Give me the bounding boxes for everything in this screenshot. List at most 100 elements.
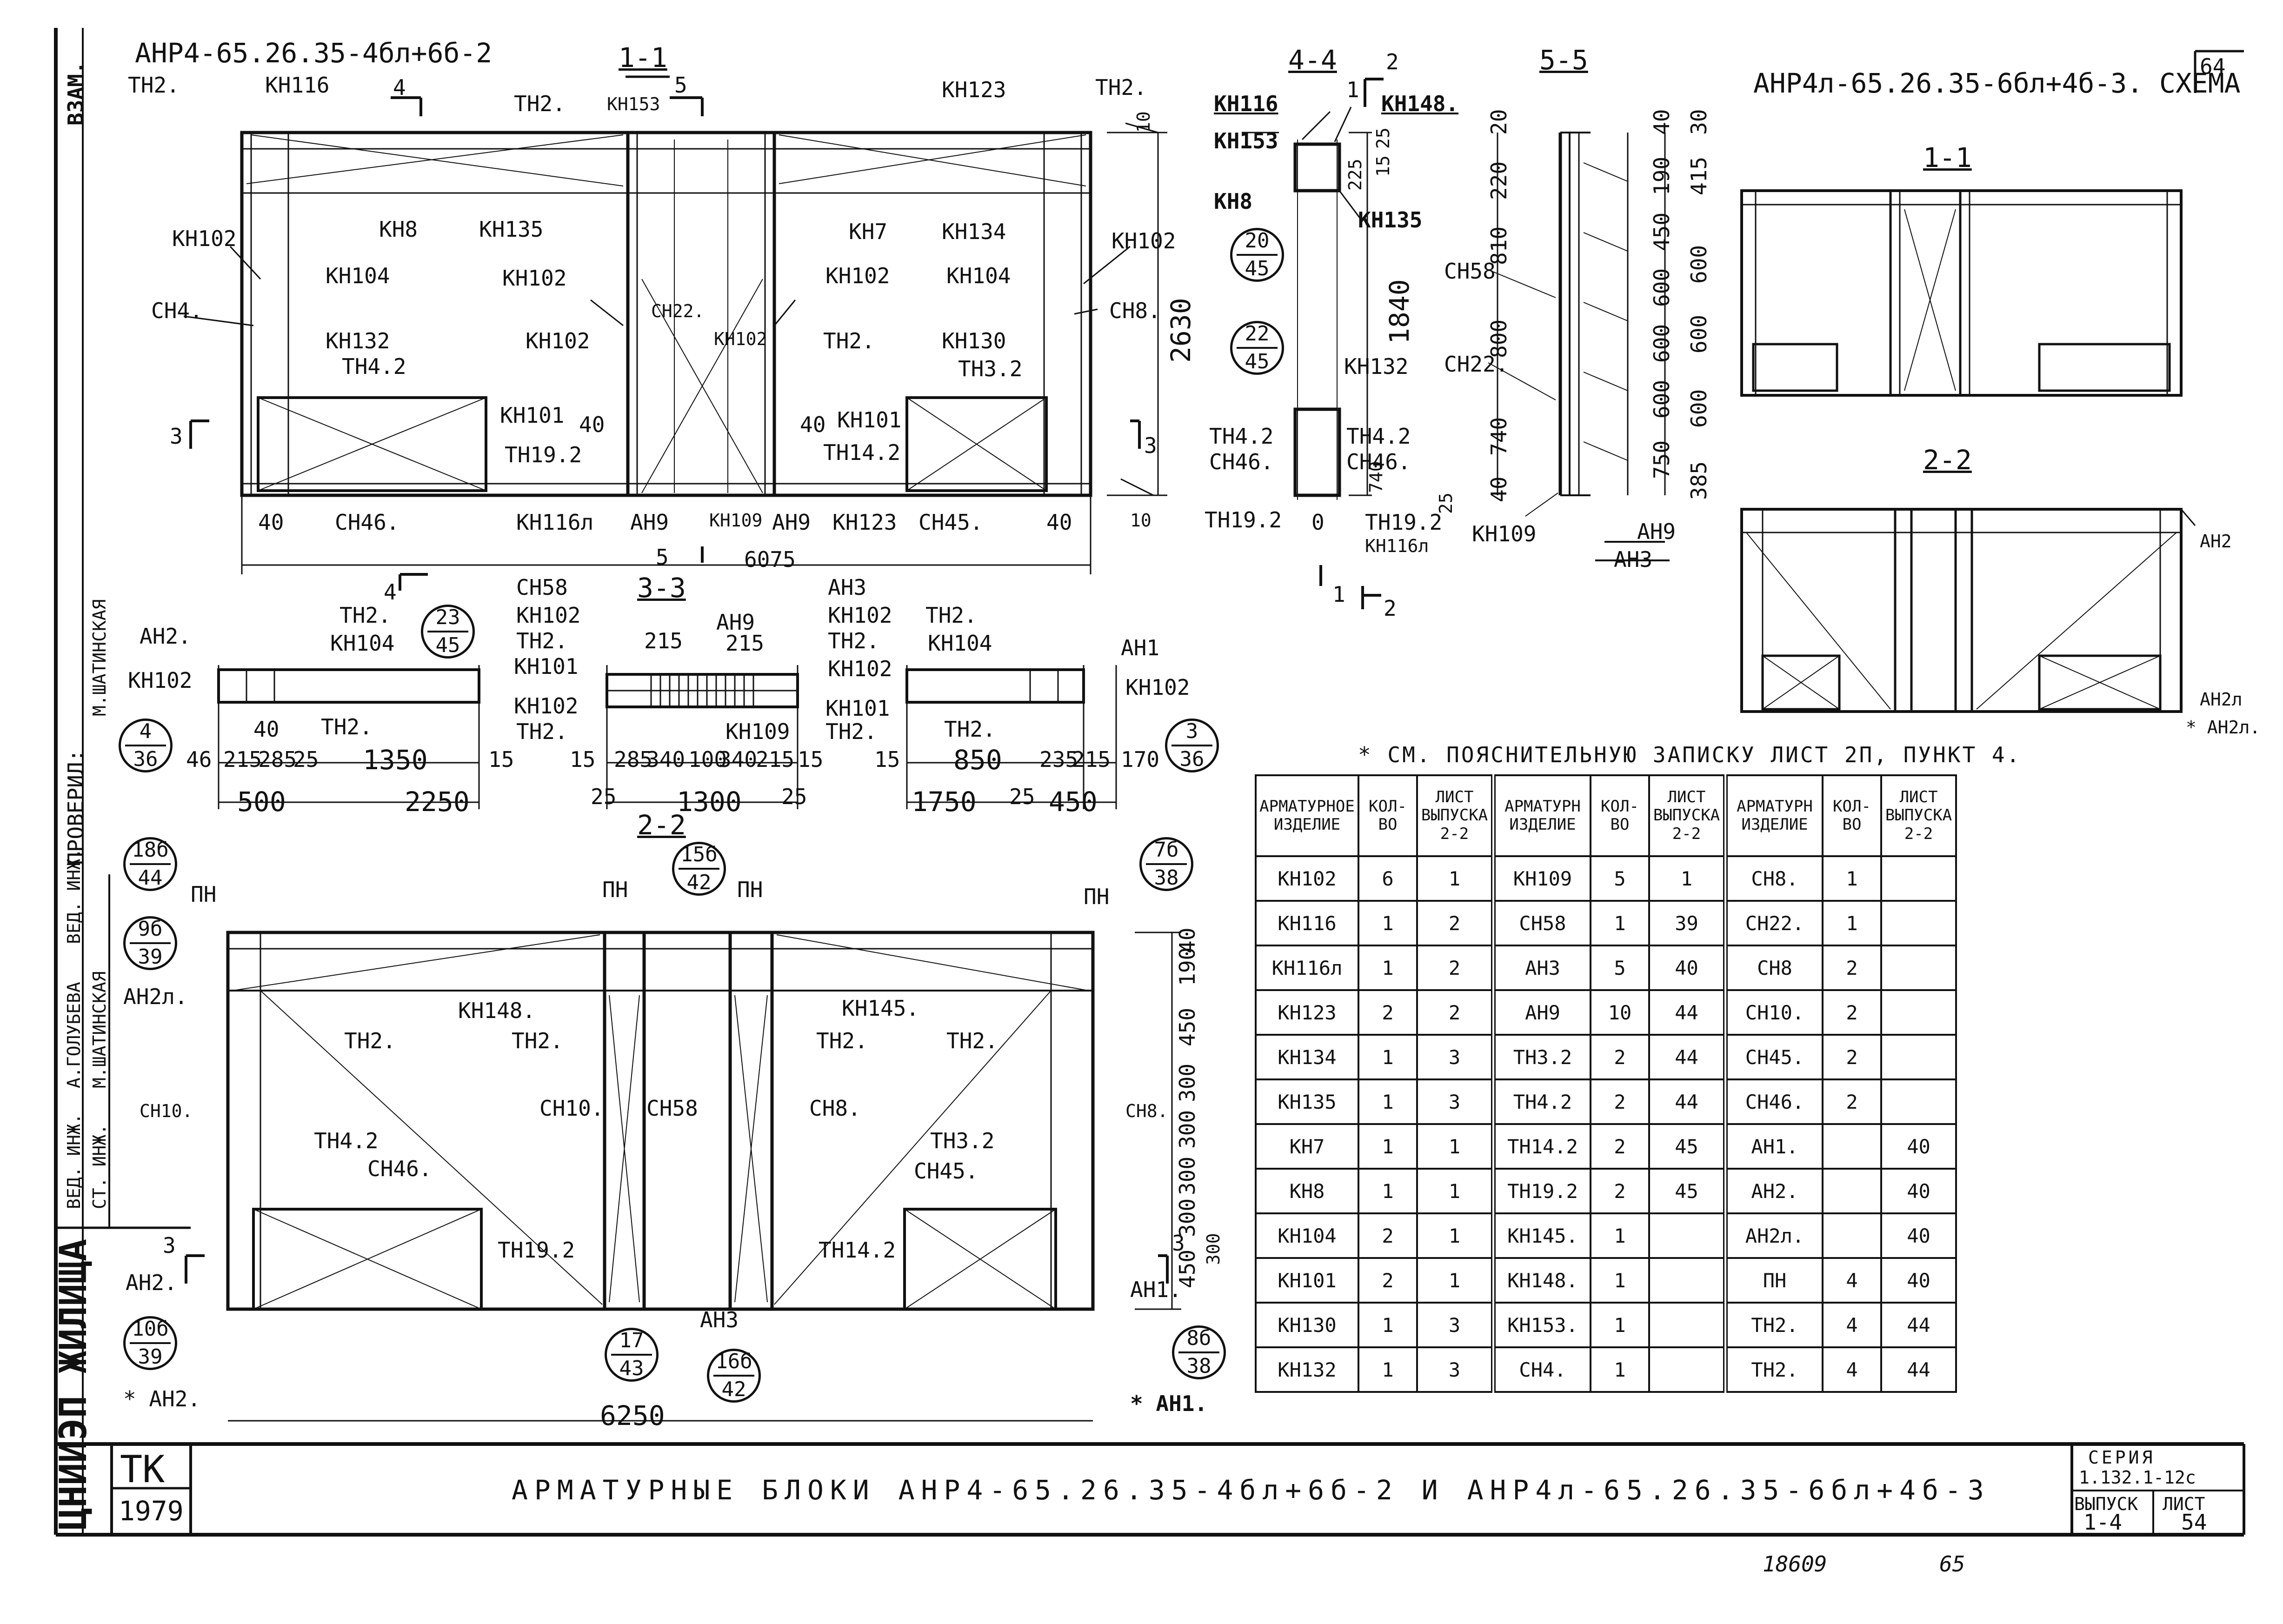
callout-an9: АН9 <box>772 510 811 535</box>
series-label: СЕРИЯ <box>2088 1447 2156 1468</box>
table-cell <box>1880 1034 1957 1080</box>
issue-value: 1-4 <box>2083 1510 2123 1535</box>
table-cell: 44 <box>1648 1034 1726 1080</box>
table-cell <box>1648 1212 1726 1259</box>
table-cell: 44 <box>1880 1302 1957 1348</box>
dim-300: 300 <box>1175 1156 1200 1195</box>
table-cell: КН101 <box>1255 1257 1359 1304</box>
table-cell: 45 <box>1648 1168 1726 1214</box>
table-cell: 3 <box>1416 1346 1494 1393</box>
dim-300: 300 <box>1175 1110 1200 1149</box>
table-cell: ТН2. <box>1723 1302 1824 1348</box>
callout-th2: ТН2. <box>128 73 180 98</box>
table-cell <box>1880 989 1957 1036</box>
col-header: ЛИСТ ВЫПУСКА 2-2 <box>1880 774 1957 857</box>
dim-1750: 1750 <box>912 786 977 818</box>
section-mark-4: 4 <box>393 75 406 100</box>
dim-215: 215 <box>756 747 795 772</box>
table-cell <box>1880 1078 1957 1125</box>
callout-kn123: КН123 <box>942 77 1006 102</box>
table-cell: 4 <box>1822 1346 1882 1393</box>
callout-an3: АН3 <box>700 1307 739 1332</box>
callout-th192: ТН19.2 <box>505 442 582 467</box>
dim-100: 100 <box>688 747 727 772</box>
callout-an2l: АН2л. <box>123 984 188 1009</box>
dim-450: 450 <box>1649 212 1674 251</box>
table-cell: СН58 <box>1491 900 1591 946</box>
section-mark-2: 2 <box>1384 596 1397 621</box>
callout-th32: ТН3.2 <box>930 1128 995 1153</box>
explanatory-note: * СМ. ПОЯСНИТЕЛЬНУЮ ЗАПИСКУ ЛИСТ 2П, ПУН… <box>1358 742 2022 767</box>
callout-th42: ТН4.2 <box>1209 424 1274 449</box>
callout-an2: АН2. <box>140 624 191 649</box>
table-cell: КН7 <box>1255 1123 1359 1170</box>
table-cell <box>1880 945 1957 991</box>
stamp-org-vertical: ЦНИИЭП ЖИЛИЩА <box>52 1238 95 1530</box>
dim-40: 40 <box>1649 109 1674 135</box>
callout-th32: ТН3.2 <box>958 356 1023 381</box>
dim-300: 300 <box>1175 1063 1200 1102</box>
callout-kn135: КН135 <box>479 217 544 242</box>
callout-kn109: КН109 <box>1472 521 1537 546</box>
table-cell <box>1822 1123 1882 1170</box>
table-cell: 2 <box>1590 1123 1650 1170</box>
callout-an2: АН2. <box>126 1270 177 1295</box>
callout-sn58: СН58 <box>1444 259 1496 284</box>
callout-kn102: КН102 <box>514 693 579 719</box>
table-cell: 2 <box>1358 989 1418 1036</box>
callout-th2: ТН2. <box>816 1028 868 1053</box>
dim-285: 285 <box>258 747 297 772</box>
dim-15: 15 <box>798 747 824 772</box>
callout-kn101: КН101 <box>514 654 579 679</box>
callout-th192: ТН19.2 <box>1205 507 1282 532</box>
callout-kn7: КН7 <box>849 219 888 244</box>
section-mark-4: 4 <box>384 579 397 605</box>
dim-600: 600 <box>1649 268 1674 307</box>
callout-kn132: КН132 <box>1344 354 1409 379</box>
table-cell: 2 <box>1416 989 1494 1036</box>
callout-an9: АН9 <box>716 610 755 635</box>
table-cell: 44 <box>1880 1346 1957 1393</box>
table-cell: 4 <box>1822 1257 1882 1304</box>
table-cell: СН8 <box>1723 945 1824 991</box>
side-label-vzam: ВЗАМ. <box>63 61 88 126</box>
table-cell: КН132 <box>1255 1346 1359 1393</box>
side-label-senior-engineer: СТ. ИНЖ. <box>89 1124 110 1209</box>
callout-sn8: СН8. <box>809 1096 861 1121</box>
callout-kn102: КН102 <box>128 668 193 693</box>
callout-kn102: КН102 <box>828 603 892 628</box>
table-cell: 1 <box>1416 1168 1494 1214</box>
dim-25: 25 <box>781 784 807 809</box>
callout-pn: ПН <box>1084 884 1110 909</box>
table-cell: 1 <box>1416 1123 1494 1170</box>
callout-sn45: СН45. <box>919 510 983 535</box>
section-mark-1: 1 <box>1332 582 1345 607</box>
callout-kn102: КН102 <box>714 329 767 349</box>
table-cell: 39 <box>1648 900 1726 946</box>
dim-40: 40 <box>800 412 826 437</box>
col-header: КОЛ-ВО <box>1822 774 1882 857</box>
callout-sn10: СН10. <box>140 1101 193 1121</box>
callout-an2l-note: * АН2л. <box>2186 717 2261 738</box>
callout-th2: ТН2. <box>946 1028 998 1053</box>
dim-340: 340 <box>719 747 758 772</box>
callout-kn123: КН123 <box>832 510 897 535</box>
dim-15: 15 <box>570 747 596 772</box>
dim-25: 25 <box>1373 127 1393 149</box>
dim-415: 415 <box>1686 156 1711 195</box>
callout-th42: ТН4.2 <box>342 354 406 379</box>
dim-15: 15 <box>1373 155 1393 177</box>
callout-kn101: КН101 <box>825 696 890 721</box>
table-cell: 2 <box>1590 1168 1650 1214</box>
callout-th2: ТН2. <box>825 719 877 744</box>
